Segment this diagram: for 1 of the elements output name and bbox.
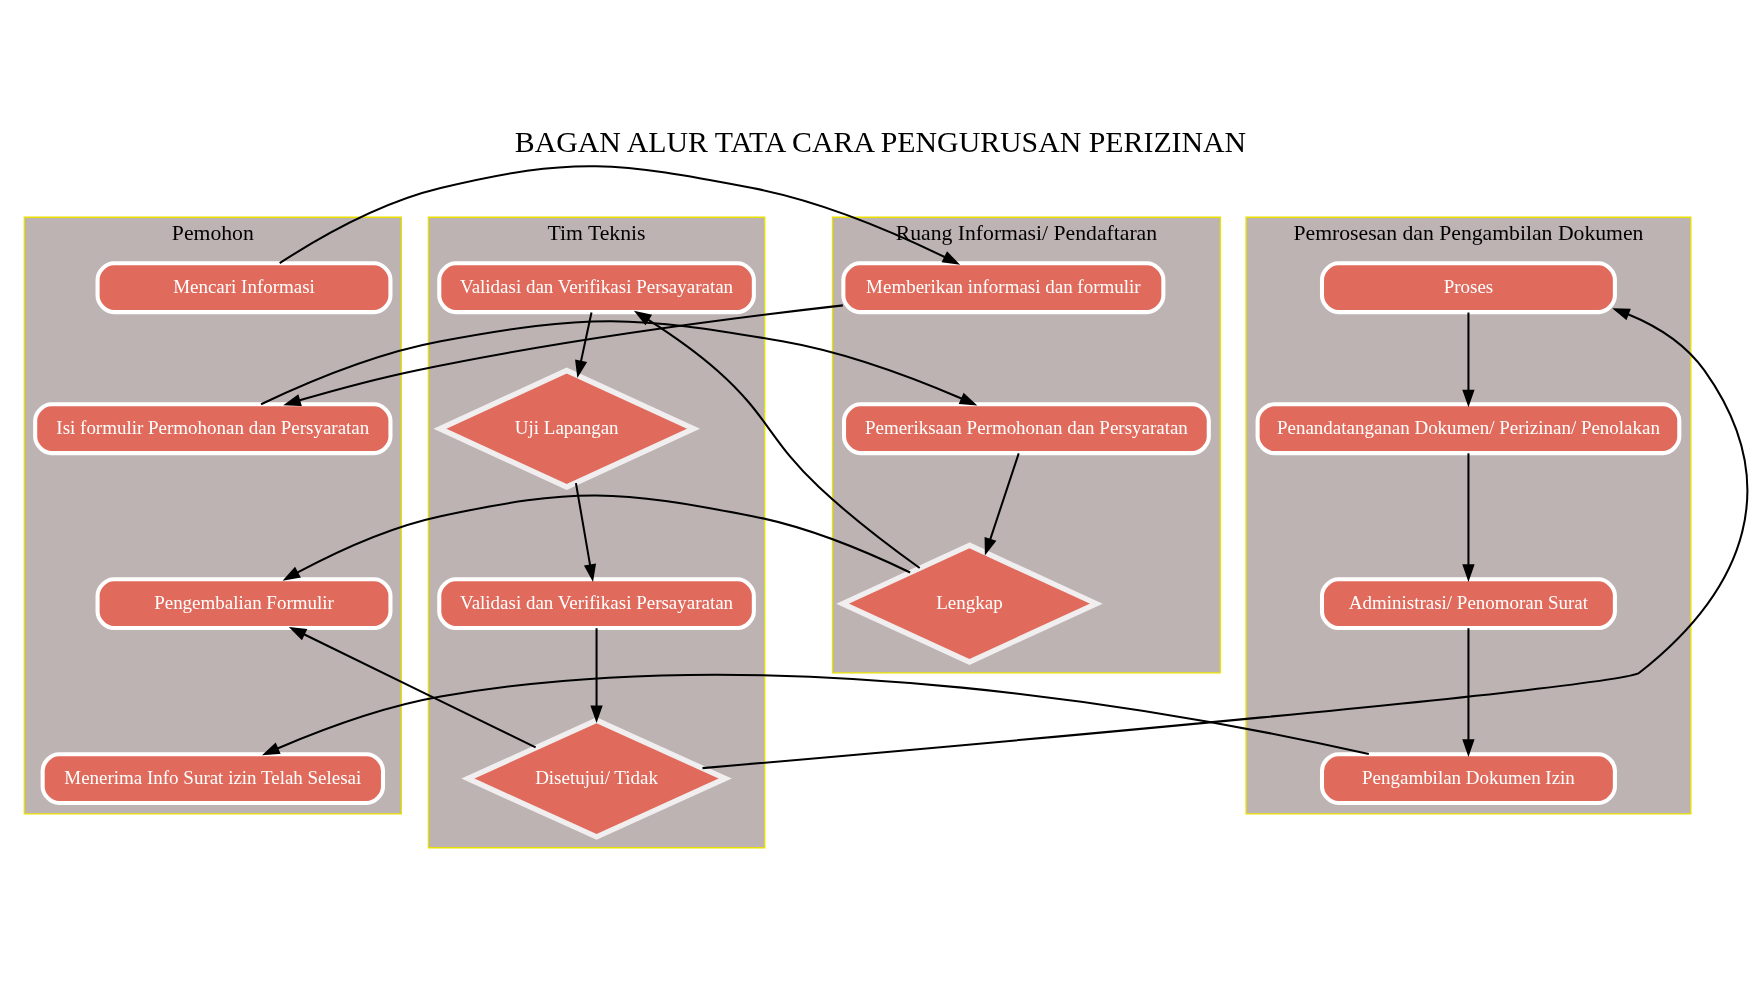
diagram-title: BAGAN ALUR TATA CARA PENGURUSAN PERIZINAN — [514, 124, 1247, 158]
